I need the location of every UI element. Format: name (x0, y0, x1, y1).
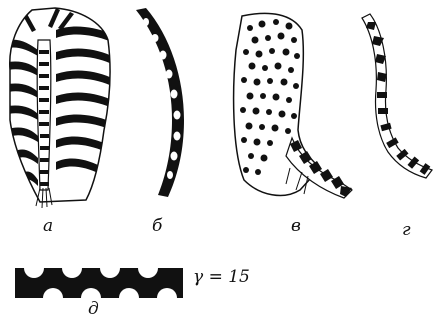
panel-label-v: в (291, 218, 301, 235)
panel-label-a: a (43, 218, 53, 235)
figure-g-rosette-tail (362, 14, 432, 178)
figure-a-zebra-rump (8, 8, 112, 208)
gamma-formula: γ = 15 (193, 269, 250, 286)
figure-d-spotted-band (15, 268, 183, 298)
panel-label-g: г (402, 222, 411, 239)
panel-label-b: б (152, 218, 162, 235)
figure-v-leopard-rump (234, 13, 352, 198)
figure-b-spotted-tail (136, 8, 184, 197)
panel-label-d: д (88, 301, 99, 318)
